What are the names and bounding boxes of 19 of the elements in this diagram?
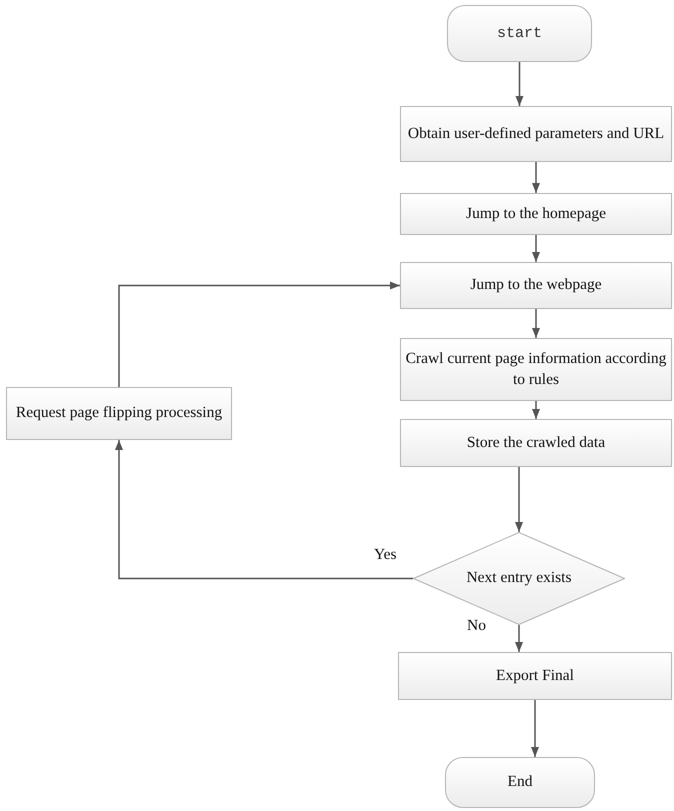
process-box: Crawl current page information according to rules	[400, 338, 672, 401]
arrow	[532, 162, 540, 193]
end-terminal: End	[445, 757, 595, 808]
start-terminal: start	[447, 5, 592, 62]
arrow	[516, 62, 524, 106]
process-box: Store the crawled data	[400, 419, 672, 467]
arrow	[531, 700, 539, 757]
process-box: Request page flipping processing	[6, 387, 232, 440]
arrow	[532, 401, 540, 419]
process-box: Jump to the homepage	[400, 193, 672, 235]
process-box: Export Final	[398, 652, 672, 700]
arrow	[118, 282, 400, 387]
process-box: Jump to the webpage	[400, 262, 672, 309]
arrow	[532, 235, 540, 262]
arrow	[515, 625, 523, 652]
arrow	[532, 309, 540, 338]
arrow	[115, 440, 413, 580]
arrow	[515, 467, 523, 532]
process-box: Obtain user-defined parameters and URL	[400, 106, 672, 162]
